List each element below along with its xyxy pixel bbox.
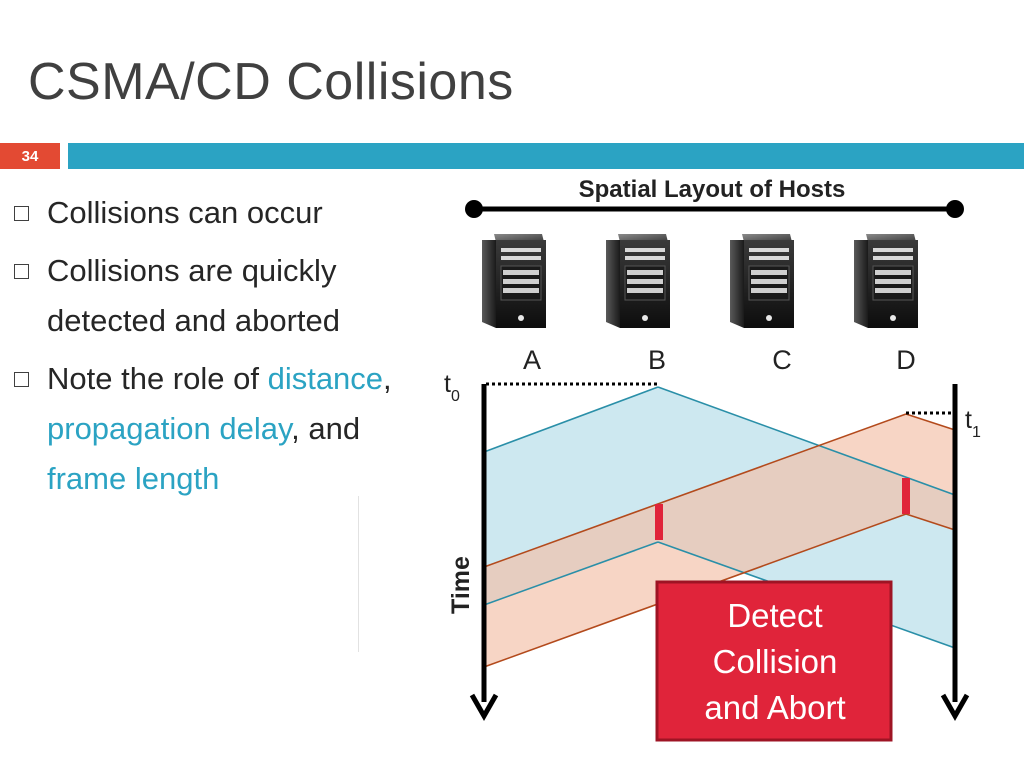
bullet-text: Collisions can occur	[47, 195, 323, 230]
t1-label: t1	[965, 406, 981, 441]
server-icon	[729, 233, 795, 329]
host-label-b: B	[648, 345, 666, 375]
server-icon	[481, 233, 547, 329]
host-label-d: D	[896, 345, 916, 375]
host-label-c: C	[772, 345, 792, 375]
highlight-frame-length: frame length	[47, 461, 220, 496]
detect-box-line3: and Abort	[704, 689, 845, 726]
layout-title: Spatial Layout of Hosts	[579, 176, 846, 203]
highlight-propagation-delay: propagation delay	[47, 411, 292, 446]
collision-marker-d	[902, 478, 910, 514]
bus-endpoint	[946, 200, 964, 218]
slide-number: 34	[0, 143, 60, 169]
server-icon	[853, 233, 919, 329]
bullet-item: Collisions can occur	[14, 188, 424, 238]
bus-endpoint	[465, 200, 483, 218]
detect-box-line1: Detect	[727, 597, 822, 634]
bullet-item: Collisions are quickly detected and abor…	[14, 246, 424, 346]
title-bar	[68, 143, 1024, 169]
bullet-text: Note the role of	[47, 361, 268, 396]
time-axis-label: Time	[447, 556, 475, 614]
t0-label: t0	[444, 370, 460, 405]
bullet-text: ,	[383, 361, 392, 396]
detect-collision-box	[655, 580, 893, 742]
bullet-text: , and	[291, 411, 361, 446]
bullet-list: Collisions can occur Collisions are quic…	[14, 188, 424, 512]
bullet-text: Collisions are quickly detected and abor…	[47, 253, 341, 338]
server-icon	[605, 233, 671, 329]
frame-from-d	[484, 414, 955, 667]
host-label-a: A	[523, 345, 541, 375]
slide-title: CSMA/CD Collisions	[28, 53, 514, 111]
detect-box-line2: Collision	[713, 643, 838, 680]
bullet-item: Note the role of distance, propagation d…	[14, 354, 424, 504]
divider-line	[358, 496, 359, 652]
collision-marker-b	[655, 504, 663, 540]
highlight-distance: distance	[267, 361, 384, 396]
